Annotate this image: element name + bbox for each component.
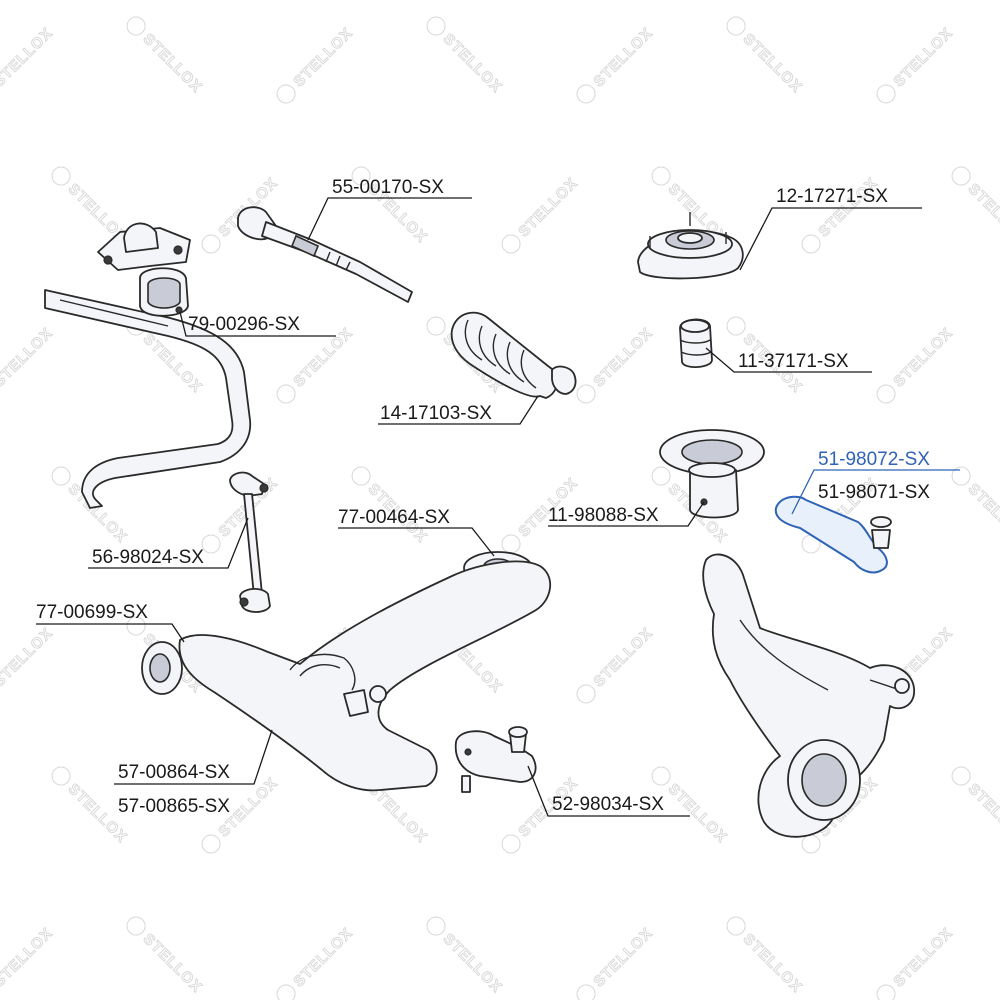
watermark-mark: STELLOX [501, 774, 582, 854]
watermark-mark: STELLOX [426, 916, 506, 997]
watermark-mark: STELLOX [951, 166, 1000, 247]
svg-text:STELLOX: STELLOX [290, 25, 356, 91]
callout-12-17271: 12-17271-SX [739, 186, 922, 271]
watermark-mark: STELLOX [0, 624, 57, 691]
callout-57-00865: 57-00865-SX [118, 796, 230, 817]
callout-79-00296: 79-00296-SX [179, 311, 336, 337]
watermark-mark: STELLOX [0, 24, 57, 91]
callout-14-17103: 14-17103-SX [378, 395, 539, 425]
label-79-00296: 79-00296-SX [188, 314, 300, 335]
svg-text:STELLOX: STELLOX [440, 30, 506, 96]
watermark-mark: STELLOX [951, 466, 1000, 547]
tie-rod-end-51-98072 [774, 495, 892, 574]
watermark-mark: STELLOX [276, 924, 357, 1000]
watermark-mark: STELLOX [876, 924, 957, 1000]
callout-51-98072: 51-98072-SX [791, 449, 960, 515]
callout-77-00699: 77-00699-SX [36, 602, 185, 643]
stabilizer-bar [44, 289, 252, 509]
svg-text:STELLOX: STELLOX [0, 25, 56, 91]
label-56-98024: 56-98024-SX [92, 547, 204, 568]
watermark-layer: STELLOX STELLOX STELLOX STELLOX STELLOX STELL… [0, 16, 1000, 1000]
dust-boot-11-98088 [659, 429, 765, 519]
svg-text:STELLOX: STELLOX [515, 175, 581, 241]
svg-text:STELLOX: STELLOX [965, 780, 1000, 846]
callout-11-37171: 11-37171-SX [705, 347, 872, 373]
label-57-00864: 57-00864-SX [118, 762, 230, 783]
strut-mount-12-17271 [637, 212, 744, 280]
watermark-mark: STELLOX [951, 766, 1000, 847]
svg-text:STELLOX: STELLOX [140, 930, 206, 996]
label-51-98071: 51-98071-SX [818, 482, 930, 503]
bump-stop-11-37171 [679, 318, 713, 368]
svg-text:STELLOX: STELLOX [890, 325, 956, 391]
svg-text:STELLOX: STELLOX [965, 480, 1000, 546]
watermark-mark: STELLOX [126, 16, 206, 97]
svg-text:STELLOX: STELLOX [65, 480, 131, 546]
watermark-mark: STELLOX [126, 916, 206, 997]
watermark-mark: STELLOX [876, 324, 957, 404]
watermark-mark: STELLOX [0, 324, 57, 391]
watermark-mark: STELLOX [426, 16, 506, 97]
svg-text:STELLOX: STELLOX [290, 325, 356, 391]
label-52-98034: 52-98034-SX [552, 794, 664, 815]
ball-joint-52-98034 [454, 726, 537, 793]
svg-text:STELLOX: STELLOX [0, 625, 56, 691]
callout-57-00864: 57-00864-SX [114, 729, 273, 785]
watermark-mark: STELLOX [576, 324, 657, 404]
inner-tie-rod-55-00170 [237, 206, 413, 303]
svg-text:STELLOX: STELLOX [665, 780, 731, 846]
label-57-00865: 57-00865-SX [118, 796, 230, 817]
callout-51-98071: 51-98071-SX [818, 482, 930, 503]
label-77-00699: 77-00699-SX [36, 602, 148, 623]
label-12-17271: 12-17271-SX [776, 186, 888, 207]
watermark-mark: STELLOX [576, 24, 657, 104]
svg-text:STELLOX: STELLOX [890, 25, 956, 91]
watermark-mark: STELLOX [276, 24, 357, 104]
watermark-mark: STELLOX [726, 16, 806, 97]
svg-text:STELLOX: STELLOX [590, 325, 656, 391]
label-55-00170: 55-00170-SX [332, 177, 444, 198]
callout-52-98034: 52-98034-SX [527, 765, 690, 817]
svg-text:STELLOX: STELLOX [0, 925, 56, 991]
svg-text:STELLOX: STELLOX [590, 625, 656, 691]
watermark-mark: STELLOX [576, 624, 657, 704]
svg-text:STELLOX: STELLOX [0, 325, 56, 391]
svg-text:STELLOX: STELLOX [740, 930, 806, 996]
label-51-98072: 51-98072-SX [818, 449, 930, 470]
callout-55-00170: 55-00170-SX [307, 177, 472, 241]
watermark-mark: STELLOX [876, 24, 957, 104]
watermark-mark: STELLOX [726, 916, 806, 997]
lower-control-arm-57-00864 [178, 560, 551, 792]
stabilizer-link-56-98024 [229, 471, 271, 613]
svg-text:STELLOX: STELLOX [590, 925, 656, 991]
label-77-00464: 77-00464-SX [338, 507, 450, 528]
watermark-mark: STELLOX [351, 466, 431, 547]
svg-text:STELLOX: STELLOX [890, 925, 956, 991]
watermark-mark: STELLOX [351, 166, 431, 247]
label-11-98088: 11-98088-SX [548, 505, 659, 526]
stabilizer-bushing-79-00296 [97, 222, 191, 317]
steering-boot-14-17103 [450, 311, 577, 399]
svg-text:STELLOX: STELLOX [440, 930, 506, 996]
watermark-mark: STELLOX [501, 174, 582, 254]
watermark-mark: STELLOX [576, 924, 657, 1000]
label-14-17103: 14-17103-SX [380, 403, 492, 424]
callout-56-98024: 56-98024-SX [88, 517, 249, 569]
svg-text:STELLOX: STELLOX [590, 25, 656, 91]
watermark-mark: STELLOX [0, 924, 57, 991]
svg-text:STELLOX: STELLOX [740, 30, 806, 96]
svg-text:STELLOX: STELLOX [965, 180, 1000, 246]
callout-11-98088: 11-98088-SX [548, 501, 705, 527]
label-11-37171: 11-37171-SX [738, 351, 849, 372]
svg-text:STELLOX: STELLOX [290, 925, 356, 991]
front-bushing-77-00699 [141, 641, 183, 695]
svg-text:STELLOX: STELLOX [140, 30, 206, 96]
callout-77-00464: 77-00464-SX [338, 507, 495, 557]
steering-knuckle [702, 553, 915, 838]
